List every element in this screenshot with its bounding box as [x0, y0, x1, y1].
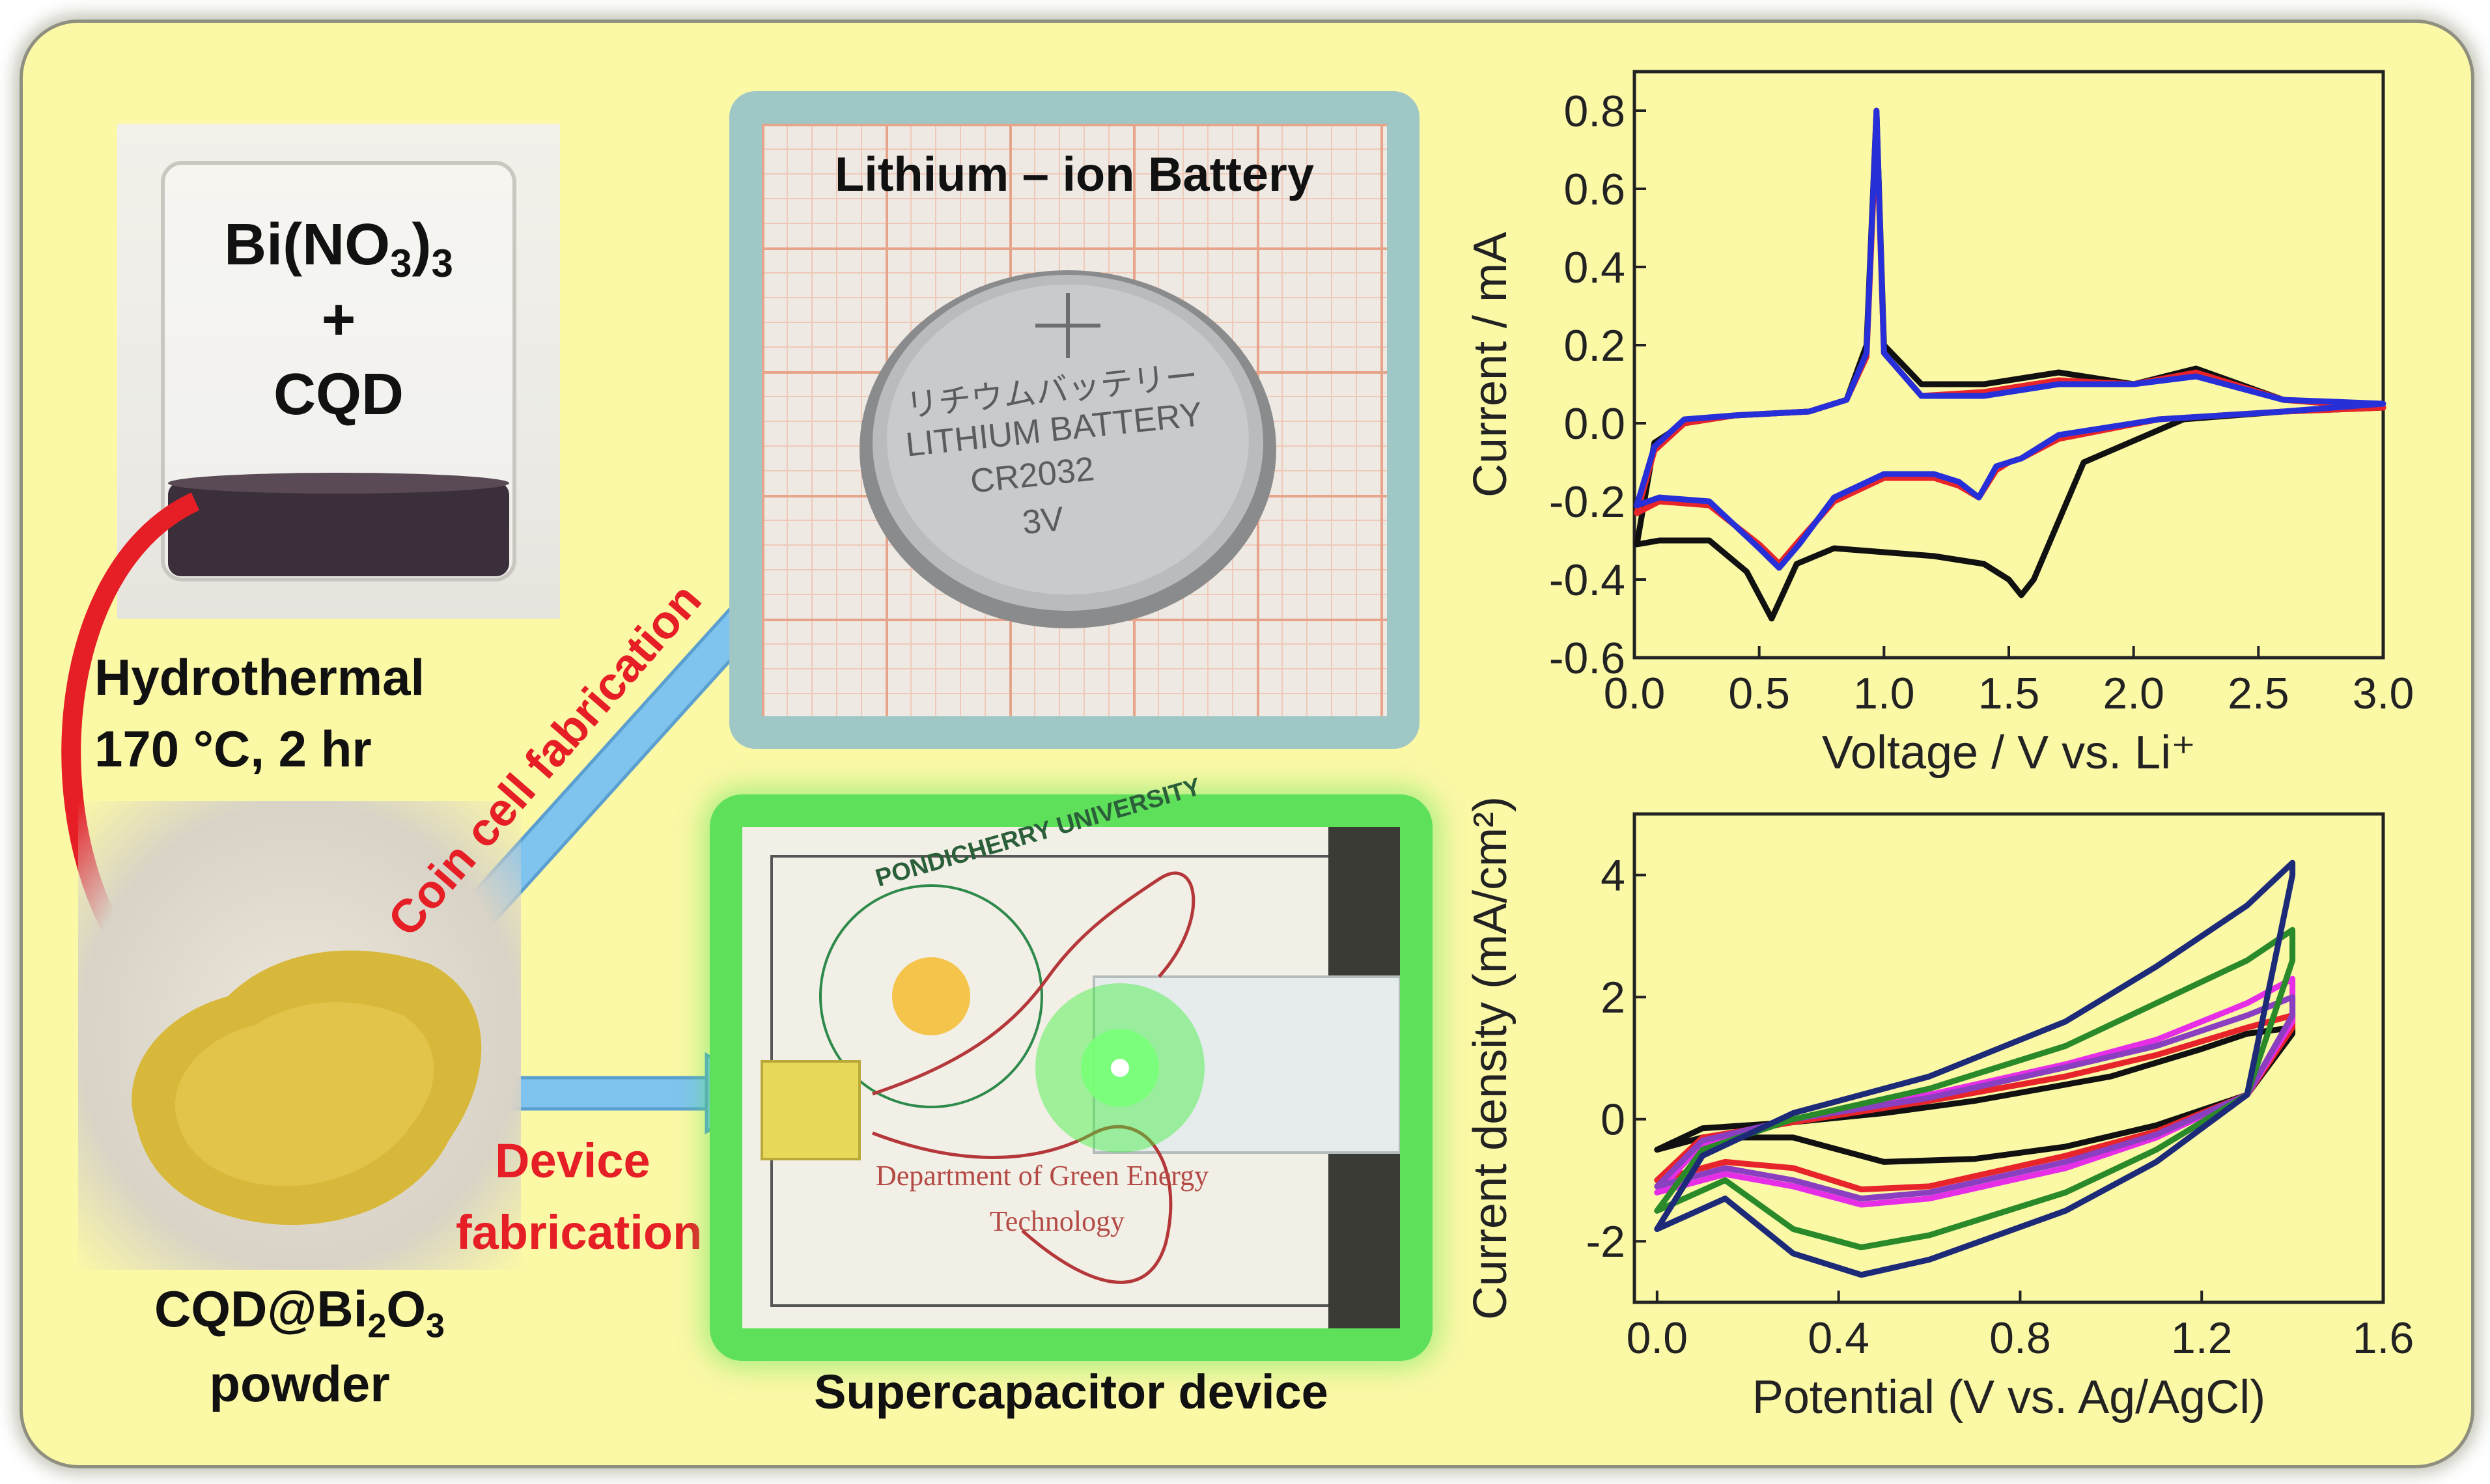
powder-drawing	[132, 950, 482, 1225]
x-tick-label: 2.0	[2103, 669, 2164, 718]
product-formula: CQD@Bi2O3	[154, 1280, 445, 1345]
coin-text-line3: 3V	[1020, 499, 1066, 542]
y-tick-label: 0.0	[1563, 399, 1625, 449]
series-line-4	[1654, 994, 2296, 1202]
device-photo	[742, 827, 1400, 1328]
beaker-drawing	[161, 161, 516, 581]
x-tick-label: 0.8	[1989, 1313, 2051, 1363]
x-tick-label: 0.5	[1728, 669, 1790, 718]
cv-chart-battery: 0.0 0.5 1.0 1.5 2.0 2.5 3.0 -0.6 -0.4 -0.2 0.0 0.2 0…	[1464, 70, 2414, 779]
device-drawing	[761, 827, 1400, 1328]
y-tick-label: 4	[1601, 851, 1625, 901]
beaker-photo	[117, 124, 560, 619]
y-tick-label: 0.8	[1563, 87, 1625, 136]
y-tick-label: 0.2	[1563, 321, 1625, 371]
paper-text-line1: Department of Green Energy	[876, 1160, 1209, 1192]
device-fabrication-label-1: Device	[495, 1134, 650, 1188]
beaker-cqd-label: CQD	[273, 362, 404, 427]
device-fabrication-label-2: fabrication	[456, 1205, 703, 1259]
y-tick-label: 0	[1601, 1095, 1625, 1145]
hydrothermal-line2: 170 °C, 2 hr	[94, 720, 372, 777]
beaker-plus: +	[321, 287, 356, 352]
battery-photo	[762, 124, 1387, 716]
series-line-5	[1654, 927, 2296, 1251]
product-powder-label: powder	[209, 1355, 390, 1412]
powder-photo	[78, 801, 521, 1270]
device-caption: Supercapacitor device	[814, 1365, 1328, 1419]
series-line-6	[1654, 860, 2296, 1278]
coin-cell-drawing	[860, 270, 1276, 628]
series-line-2	[1654, 1012, 2296, 1193]
series-line-3	[1634, 107, 2386, 571]
x-tick-label: 0.0	[1604, 669, 1666, 718]
y-axis-label: Current density (mA/cm²)	[1464, 796, 1517, 1320]
y-tick-label: -0.2	[1549, 477, 1625, 527]
y-axis-label: Current / mA	[1464, 232, 1517, 497]
y-tick-label: 0.4	[1563, 243, 1625, 292]
x-tick-label: 1.6	[2353, 1313, 2414, 1363]
paper-text-line2: Technology	[990, 1205, 1125, 1237]
x-tick-label: 3.0	[2353, 669, 2414, 718]
battery-title: Lithium – ion Battery	[835, 147, 1314, 201]
hydrothermal-line1: Hydrothermal	[94, 649, 425, 706]
plot-frame	[1632, 812, 2385, 1304]
series-line-2	[1634, 119, 2386, 567]
y-tick-label: -0.6	[1549, 634, 1625, 683]
y-tick-label: 2	[1601, 973, 1625, 1022]
x-tick-label: 1.0	[1853, 669, 1915, 718]
y-tick-label: 0.6	[1563, 165, 1625, 214]
x-tick-label: 1.5	[1978, 669, 2040, 718]
x-axis-label: Potential (V vs. Ag/AgCl)	[1752, 1371, 2265, 1423]
y-tick-label: -0.4	[1549, 555, 1625, 605]
y-tick-label: -2	[1586, 1217, 1625, 1267]
x-tick-label: 2.5	[2228, 669, 2289, 718]
beaker-formula: Bi(NO3)3	[224, 212, 453, 285]
x-axis-label: Voltage / V vs. Li⁺	[1822, 727, 2196, 779]
x-tick-label: 1.2	[2171, 1313, 2233, 1363]
x-tick-label: 0.0	[1627, 1313, 1688, 1363]
x-tick-label: 0.4	[1808, 1313, 1869, 1363]
